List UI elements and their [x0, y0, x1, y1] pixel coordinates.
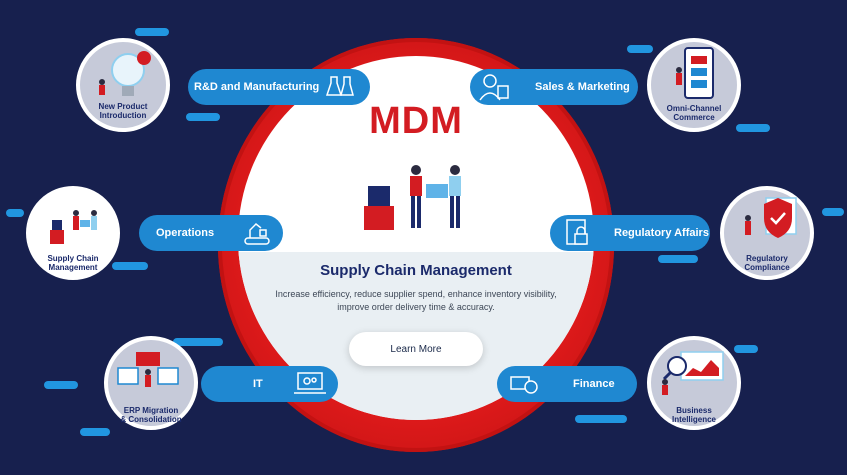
- pill-label: Operations: [156, 227, 215, 239]
- pill-it[interactable]: IT: [201, 366, 338, 402]
- document-lock-icon: [566, 219, 588, 245]
- pill-label: Finance: [573, 378, 615, 390]
- decorative-dash: [658, 255, 698, 263]
- circle-omni-channel-commerce[interactable]: Omni-Channel Commerce: [647, 38, 741, 132]
- lightbulb-gear-icon: [99, 51, 151, 96]
- pill-finance[interactable]: Finance: [497, 366, 637, 402]
- label-line: & Consolidation: [120, 415, 182, 424]
- supply-chain-mini-icon: [50, 210, 97, 244]
- circle-erp-migration[interactable]: ERP Migration & Consolidation: [104, 336, 198, 430]
- salesperson-icon: [479, 74, 509, 101]
- circle-regulatory-compliance[interactable]: Regulatory Compliance: [720, 186, 814, 280]
- shield-check-icon: [745, 197, 797, 238]
- label-line: Compliance: [744, 263, 790, 272]
- pill-label: IT: [253, 378, 263, 390]
- decorative-dash: [80, 428, 110, 436]
- magnifier-chart-icon: [662, 351, 724, 395]
- learn-more-button[interactable]: Learn More: [349, 332, 483, 366]
- circle-business-intelligence[interactable]: Business Intelligence: [647, 336, 741, 430]
- circle-label: Business Intelligence: [639, 406, 749, 424]
- supply-chain-heading: Supply Chain Management: [320, 262, 512, 279]
- mdm-title: MDM: [369, 100, 463, 142]
- pill-sales-marketing[interactable]: Sales & Marketing: [470, 69, 638, 105]
- pill-operations[interactable]: Operations: [139, 215, 283, 251]
- label-line: Intelligence: [671, 415, 716, 424]
- decorative-dash: [6, 209, 24, 217]
- mobile-commerce-icon: [676, 47, 714, 99]
- decorative-dash: [734, 345, 758, 353]
- decorative-dash: [135, 28, 169, 36]
- circle-label: ERP Migration & Consolidation: [96, 406, 206, 424]
- decorative-dash: [44, 381, 78, 389]
- pill-label: Sales & Marketing: [535, 81, 630, 93]
- decorative-dash: [627, 45, 653, 53]
- label-line: Omni-Channel: [666, 104, 722, 113]
- circle-label: Supply Chain Management: [18, 254, 128, 272]
- decorative-dash: [736, 124, 770, 132]
- label-line: Management: [48, 263, 98, 272]
- money-coins-icon: [510, 376, 538, 394]
- decorative-dash: [575, 415, 627, 423]
- decorative-dash: [112, 262, 148, 270]
- label-line: Business: [676, 406, 712, 415]
- label-line: Introduction: [99, 111, 147, 120]
- supply-chain-illustration: [364, 165, 461, 230]
- laptop-gears-icon: [294, 372, 326, 394]
- label-line: New Product: [98, 102, 148, 111]
- pill-label: Regulatory Affairs: [614, 227, 709, 239]
- circle-new-product-introduction[interactable]: New Product Introduction: [76, 38, 170, 132]
- circle-label: Omni-Channel Commerce: [639, 104, 749, 122]
- decorative-dash: [173, 338, 223, 346]
- circle-supply-chain-management[interactable]: Supply Chain Management: [26, 186, 120, 280]
- pill-rd-manufacturing[interactable]: R&D and Manufacturing: [188, 69, 370, 105]
- circle-label: New Product Introduction: [68, 102, 178, 120]
- decorative-dash: [186, 113, 220, 121]
- supply-chain-description: Increase efficiency, reduce supplier spe…: [275, 289, 557, 312]
- mdm-center-panel: MDM Supply Chain Management Increase eff…: [238, 56, 594, 420]
- label-line: Regulatory: [746, 254, 788, 263]
- flasks-icon: [326, 76, 354, 96]
- erp-screens-icon: [117, 352, 179, 387]
- label-line: Commerce: [673, 113, 715, 122]
- circle-label: Regulatory Compliance: [712, 254, 822, 272]
- label-line: ERP Migration: [123, 406, 179, 415]
- label-line: Supply Chain: [47, 254, 99, 263]
- pill-label: R&D and Manufacturing: [194, 81, 320, 93]
- pill-regulatory-affairs[interactable]: Regulatory Affairs: [550, 215, 710, 251]
- conveyor-robot-icon: [244, 222, 270, 245]
- decorative-dash: [822, 208, 844, 216]
